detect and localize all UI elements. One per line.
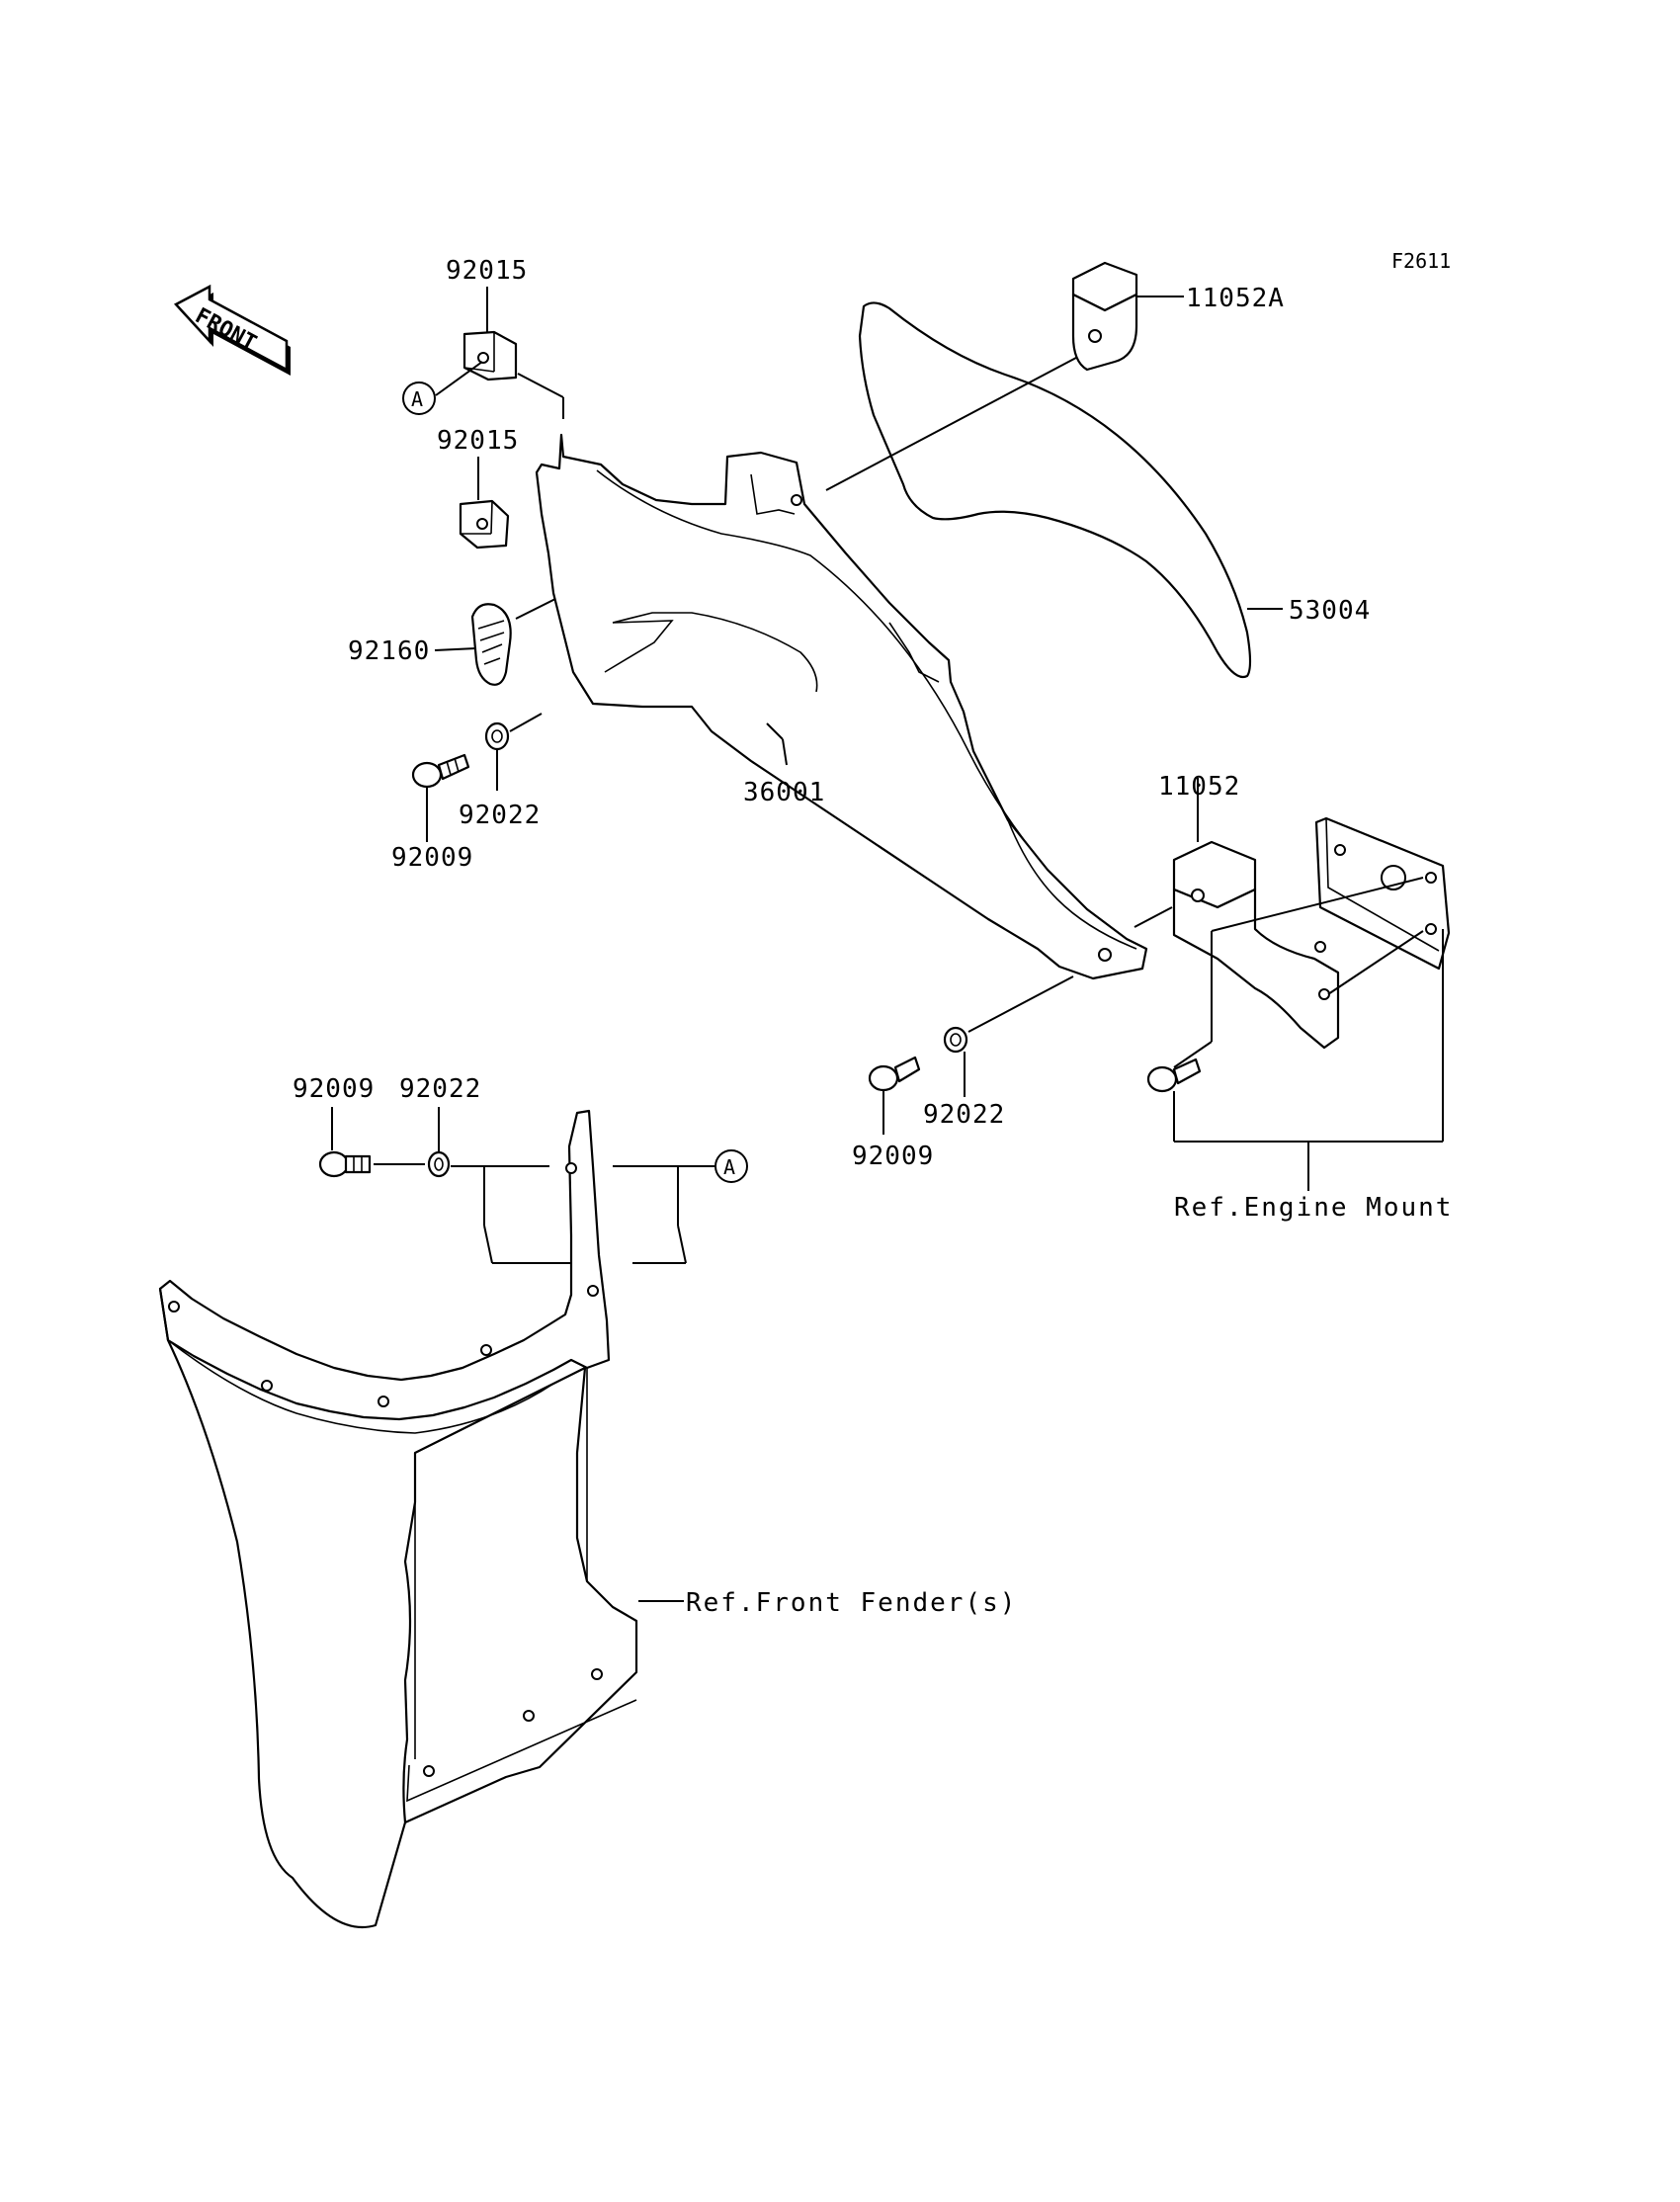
label-92015-top: 92015 (446, 256, 528, 286)
washer-92022-lower (427, 1150, 451, 1178)
bracket-11052A (1071, 261, 1138, 372)
panel-53004 (858, 301, 1252, 679)
ref-front-fender: Ref.Front Fender(s) (686, 1588, 1017, 1618)
label-11052A: 11052A (1186, 284, 1285, 313)
label-92022-lower: 92022 (399, 1074, 481, 1104)
label-11052: 11052 (1158, 772, 1240, 802)
label-92009-mid: 92009 (852, 1142, 934, 1171)
bracket-11052 (1172, 840, 1340, 1050)
ref-engine-mount: Ref.Engine Mount (1174, 1193, 1453, 1223)
label-92022-upper: 92022 (459, 801, 541, 830)
front-arrow-icon: FRONT (173, 284, 291, 376)
label-92015-mid: 92015 (437, 426, 519, 456)
clip-nut-92015-top (462, 330, 518, 381)
callout-a-upper-label: A (411, 387, 423, 411)
bolt-92009-lower (318, 1150, 372, 1178)
engine-mount-plate (1314, 816, 1451, 971)
callout-a-upper: A (402, 381, 436, 415)
figure-code: F2611 (1391, 249, 1451, 273)
washer-92022-mid (943, 1026, 968, 1054)
bolt-engine-mount (1146, 1058, 1202, 1093)
label-36001: 36001 (743, 778, 825, 807)
label-92009-upper: 92009 (391, 843, 473, 873)
front-fender (158, 1109, 638, 1929)
callout-a-lower: A (714, 1149, 748, 1183)
pad-92160 (470, 603, 512, 686)
label-53004: 53004 (1289, 596, 1371, 626)
callout-a-lower-label: A (723, 1155, 735, 1179)
washer-92022-upper (484, 721, 510, 751)
cover-36001 (535, 433, 1148, 980)
bolt-92009-upper (411, 753, 470, 789)
label-92160: 92160 (348, 636, 430, 666)
label-92022-mid: 92022 (923, 1100, 1005, 1130)
bolt-92009-mid (868, 1056, 921, 1092)
label-92009-lower: 92009 (293, 1074, 375, 1104)
clip-nut-92015-mid (459, 499, 510, 550)
